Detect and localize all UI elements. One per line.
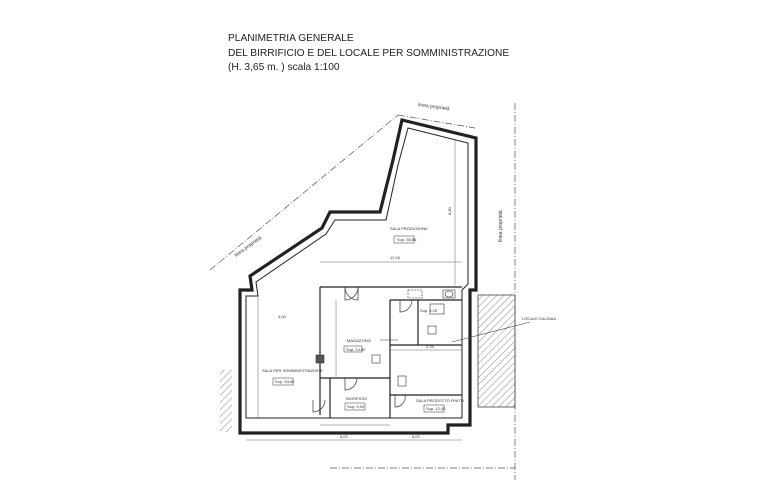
locale-caldaia-leader <box>451 321 531 343</box>
room-area-magazzino: Sup. 14,92 <box>346 347 366 352</box>
doors <box>312 286 413 413</box>
area-label-boxes <box>272 235 445 413</box>
dimension-label-3: 8,00 <box>447 206 452 215</box>
drawing-title: PLANIMETRIA GENERALE DEL BIRRIFICIO E DE… <box>228 32 509 76</box>
room-label-sala-prodotto-finito: SALA PRODOTTO FINITO <box>416 398 464 403</box>
title-line-1: PLANIMETRIA GENERALE <box>228 33 354 44</box>
property-boundary-lines <box>209 103 516 480</box>
room-label-sala-somministrazione: SALA PER SOMMINISTRAZIONE <box>262 368 323 373</box>
outer-walls <box>238 118 478 435</box>
dimension-label-5: 2,25 <box>426 344 435 349</box>
title-line-2: DEL BIRRIFICIO E DEL LOCALE PER SOMMINIS… <box>228 47 510 59</box>
room-label-magazzino: MAGAZZINO <box>347 338 371 343</box>
room-area-sala-prodotto-finito: Sup. 12,40 <box>426 406 446 411</box>
left-wall-hatch <box>220 370 232 432</box>
room-area-sala-produzione: Sup. 55,86 <box>397 237 417 242</box>
room-label-sala-produzione: SALA PRODUZIONE <box>390 226 428 231</box>
dimension-label-4: 6,00 <box>340 434 349 439</box>
dimension-label-1: 4,00 <box>278 314 287 319</box>
dimension-label-6: 6,00 <box>412 434 421 439</box>
dimension-lines <box>246 140 462 441</box>
dimension-label-2: 12,00 <box>390 255 401 260</box>
title-line-3: (H. 3,65 m. ) scala 1:100 <box>228 62 340 73</box>
room-area-ingresso: Sup. 9,53 <box>347 404 365 409</box>
room-label-ingresso: INGRESSO <box>346 396 367 401</box>
room-area-wc: Sup. 4,25 <box>420 308 438 313</box>
boundary-label-top: linea proprietà <box>418 102 450 112</box>
neighbour-hatched-block <box>477 294 516 408</box>
label-locale-caldaia: LOCALE CALDAIA <box>522 316 556 321</box>
room-area-sala-somministrazione: Sup. 53,49 <box>275 379 295 384</box>
interior-walls <box>319 286 462 418</box>
boundary-label-right: linea proprietà <box>498 210 504 242</box>
fixtures <box>315 289 456 387</box>
